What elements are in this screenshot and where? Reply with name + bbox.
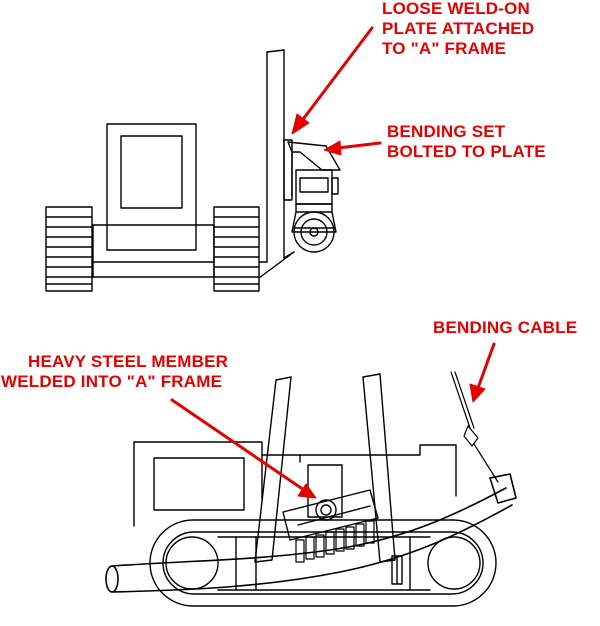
front-view-crawler	[45, 49, 341, 292]
weld-plate-arrow	[291, 26, 374, 135]
steel-member-label: HEAVY STEEL MEMBER WELDED INTO "A" FRAME	[1, 352, 229, 392]
weld-plate-label-line-1: LOOSE WELD-ON	[382, 0, 531, 18]
body-housing	[133, 441, 457, 527]
weld-plate-label: LOOSE WELD-ON PLATE ATTACHED TO "A" FRAM…	[382, 0, 534, 59]
bending-set-label: BENDING SET BOLTED TO PLATE	[387, 122, 546, 162]
bending-set-bracket	[287, 141, 341, 233]
bending-cable-label-line-1: BENDING CABLE	[433, 318, 578, 337]
steel-member-label-line-2: WELDED INTO "A" FRAME	[1, 372, 223, 391]
annotation-arrows	[170, 26, 496, 499]
bending-set-arrow	[323, 140, 382, 156]
a-frame-legs	[254, 373, 396, 563]
bending-cable-label: BENDING CABLE	[433, 318, 577, 338]
boom-mast	[258, 49, 295, 279]
hanging-link	[391, 555, 403, 585]
steel-member-label-line-1: HEAVY STEEL MEMBER	[28, 352, 229, 371]
roller-wheel	[293, 211, 335, 253]
steel-member-arrow	[170, 398, 317, 499]
bending-set-label-line-1: BENDING SET	[387, 122, 506, 141]
left-track	[45, 206, 93, 292]
bending-teeth	[295, 520, 375, 563]
bending-cable	[450, 371, 499, 483]
side-view-crawler	[105, 371, 517, 607]
cab-body	[106, 123, 197, 251]
crawler-track	[149, 519, 497, 607]
pipe	[105, 473, 517, 593]
cab-window	[120, 135, 183, 209]
weld-plate-label-line-3: TO "A" FRAME	[382, 39, 506, 58]
weld-plate-label-line-2: PLATE ATTACHED	[382, 19, 535, 38]
bending-set-label-line-2: BOLTED TO PLATE	[387, 142, 546, 161]
bending-cable-arrow	[469, 342, 496, 403]
right-track	[213, 206, 260, 292]
